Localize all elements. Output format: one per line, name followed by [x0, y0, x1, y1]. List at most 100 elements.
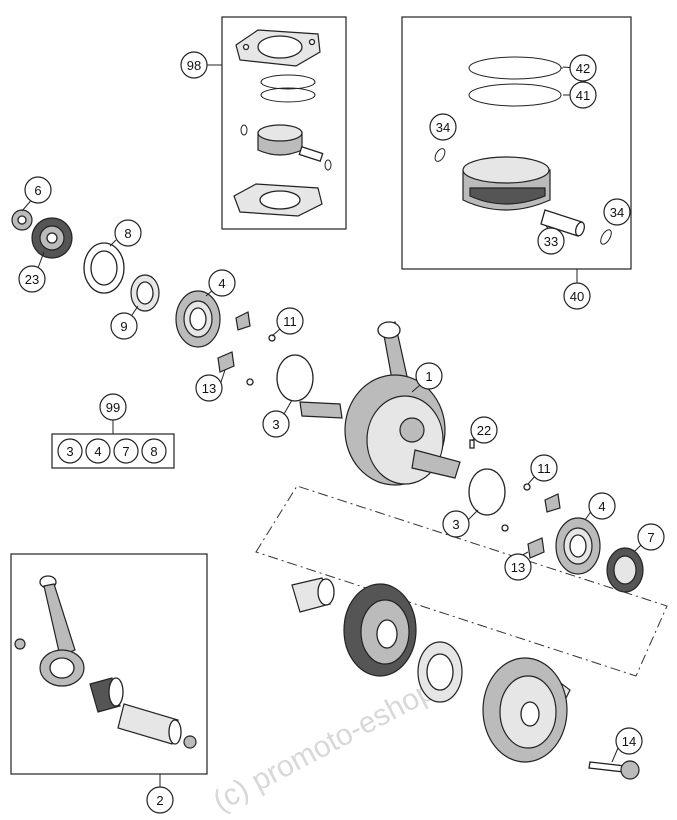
svg-text:4: 4 [94, 444, 101, 459]
callout-label: 13 [511, 560, 525, 575]
callout-label: 4 [218, 276, 225, 291]
callout-42: 42 [569, 54, 597, 82]
gear-23 [31, 217, 73, 259]
callout-22: 22 [470, 416, 498, 444]
callout-23: 23 [18, 265, 46, 293]
callout-6: 6 [24, 176, 52, 204]
callout-13a: 13 [195, 374, 223, 402]
callout-3a: 3 [262, 410, 290, 438]
callout-label: 9 [120, 319, 127, 334]
callout-33: 33 [537, 227, 565, 255]
callout-98: 98 [180, 51, 208, 79]
callout-circle [18, 265, 46, 293]
piston-ring-42 [468, 56, 562, 80]
callout-label: 34 [610, 205, 624, 220]
callout-circle [537, 227, 565, 255]
callout-circle [442, 510, 470, 538]
kit-99-item: 3 [57, 438, 83, 464]
callout-11b: 11 [530, 454, 558, 482]
callout-label: 99 [106, 400, 120, 415]
screw-left-lower [246, 378, 254, 386]
callout-label: 41 [576, 88, 590, 103]
nut-6 [11, 209, 33, 231]
flywheel [482, 657, 571, 763]
callout-label: 6 [34, 183, 41, 198]
callout-circle [569, 54, 597, 82]
callout-99: 99 [99, 393, 127, 421]
callout-4b: 4 [588, 492, 616, 520]
callout-circle [180, 51, 208, 79]
callout-circle [146, 786, 174, 814]
ring-small-2 [260, 87, 316, 103]
crank-pin [117, 703, 182, 745]
callout-label: 11 [537, 461, 551, 476]
callout-circle [262, 410, 290, 438]
callout-circle [429, 113, 457, 141]
screw-right-lower [501, 524, 509, 532]
bolt-14 [588, 760, 640, 780]
callout-circle [99, 393, 127, 421]
needle-bearing [291, 577, 335, 613]
piston-ring-41 [468, 83, 562, 107]
callout-circle [569, 81, 597, 109]
callout-label: 11 [283, 314, 297, 329]
starter-assembly-boundary [255, 485, 668, 677]
callout-circle [276, 307, 304, 335]
callout-34b: 34 [603, 198, 631, 226]
conrod-washer-right [183, 735, 197, 749]
callout-label: 22 [477, 423, 491, 438]
screw-11-right [523, 483, 531, 491]
callout-8: 8 [114, 219, 142, 247]
callout-4a: 4 [208, 269, 236, 297]
pin-22 [469, 439, 475, 449]
callout-circle [637, 523, 665, 551]
lock-plate-13-right [527, 537, 545, 559]
callout-34a: 34 [429, 113, 457, 141]
callout-label: 23 [25, 272, 39, 287]
callout-14: 14 [615, 727, 643, 755]
svg-text:7: 7 [122, 444, 129, 459]
callout-circle [415, 362, 443, 390]
connecting-rod [39, 575, 85, 687]
callout-3b: 3 [442, 510, 470, 538]
crankshaft [299, 321, 461, 486]
callout-2: 2 [146, 786, 174, 814]
callout-label: 7 [647, 530, 654, 545]
callout-circle [114, 219, 142, 247]
callout-label: 33 [544, 234, 558, 249]
callout-label: 4 [598, 499, 605, 514]
callout-label: 42 [576, 61, 590, 76]
callout-circle [530, 454, 558, 482]
callout-circle [195, 374, 223, 402]
shim-3-left [276, 354, 314, 402]
callout-label: 1 [425, 369, 432, 384]
callout-circle [110, 312, 138, 340]
piston-clip-right [600, 229, 612, 245]
callout-circle [208, 269, 236, 297]
seal-7 [606, 547, 644, 593]
callout-circle [588, 492, 616, 520]
callout-41: 41 [569, 81, 597, 109]
callout-1: 1 [415, 362, 443, 390]
callout-label: 2 [156, 793, 163, 808]
shim-3-right [468, 468, 506, 516]
callout-circle [504, 553, 532, 581]
conrod-kit-frame [10, 553, 208, 775]
small-piston [240, 124, 332, 171]
ring-small-1 [260, 74, 316, 90]
callout-circle [603, 198, 631, 226]
callout-label: 13 [202, 381, 216, 396]
callout-11a: 11 [276, 307, 304, 335]
svg-text:3: 3 [66, 444, 73, 459]
lock-plate-13-left [217, 351, 235, 373]
piston [434, 148, 551, 211]
bearing-4-right [555, 517, 601, 575]
screw-11-left [268, 334, 276, 342]
starter-gear [343, 583, 417, 677]
callout-9: 9 [110, 312, 138, 340]
piston-kit-frame [401, 16, 632, 270]
top-gasket [235, 29, 321, 67]
